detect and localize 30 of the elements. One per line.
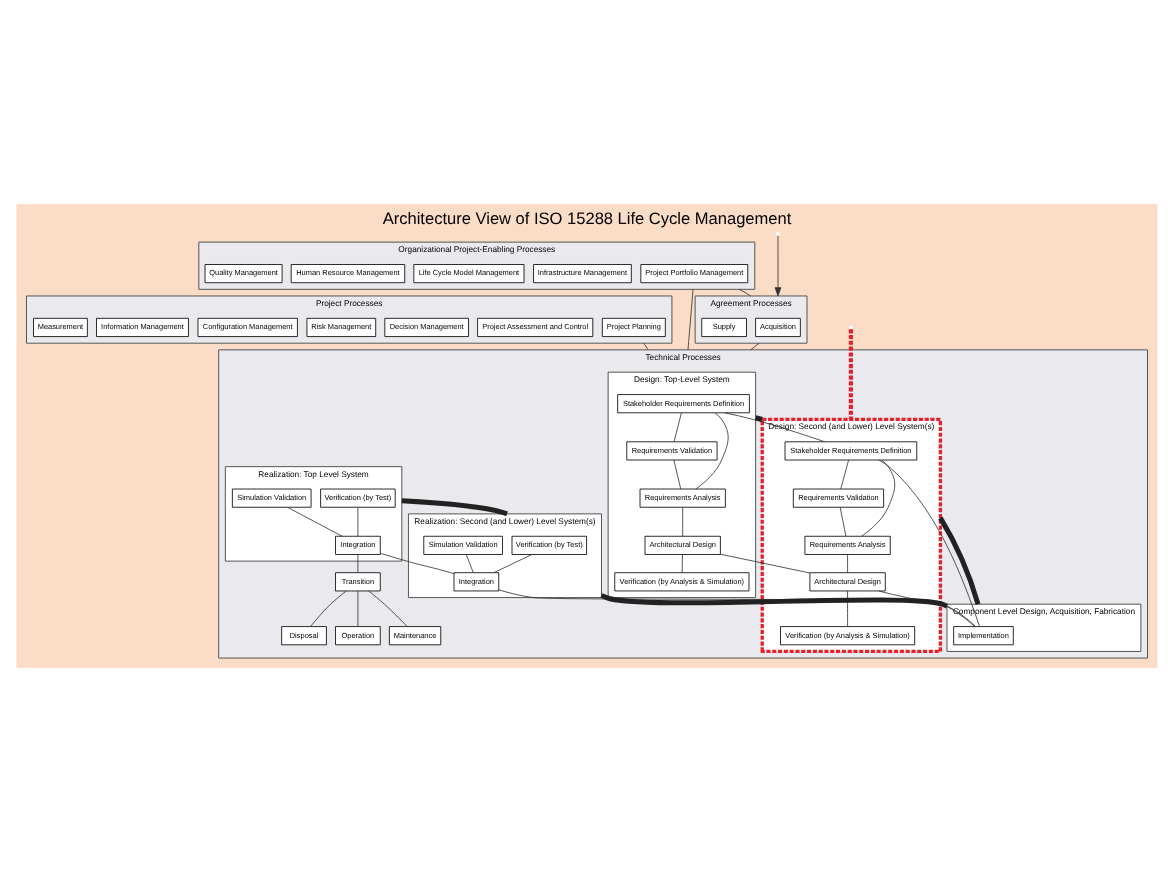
connector (380, 552, 455, 575)
connector (310, 590, 347, 627)
connector (493, 554, 533, 574)
connector (755, 415, 763, 422)
connector (401, 498, 508, 517)
connector (839, 506, 847, 537)
connector (287, 506, 343, 537)
connector (840, 459, 850, 490)
arrow (774, 235, 782, 297)
connector (673, 412, 682, 443)
connector (724, 412, 826, 443)
connector (938, 516, 981, 605)
connector (738, 288, 752, 297)
connector (848, 329, 853, 420)
connector (673, 459, 682, 490)
connector (600, 593, 948, 609)
connector (861, 459, 896, 537)
connector (681, 554, 683, 574)
connector (750, 342, 760, 351)
diagram-title: Architecture View of ISO 15288 Life Cycle Management (382, 209, 792, 228)
connector (847, 590, 848, 627)
connector (695, 412, 729, 490)
connector (682, 506, 684, 537)
connector (720, 553, 811, 574)
connector (357, 506, 359, 537)
connector (847, 554, 848, 574)
connector (465, 554, 474, 574)
connector (357, 554, 359, 574)
connector (643, 342, 649, 351)
connector (357, 590, 359, 627)
